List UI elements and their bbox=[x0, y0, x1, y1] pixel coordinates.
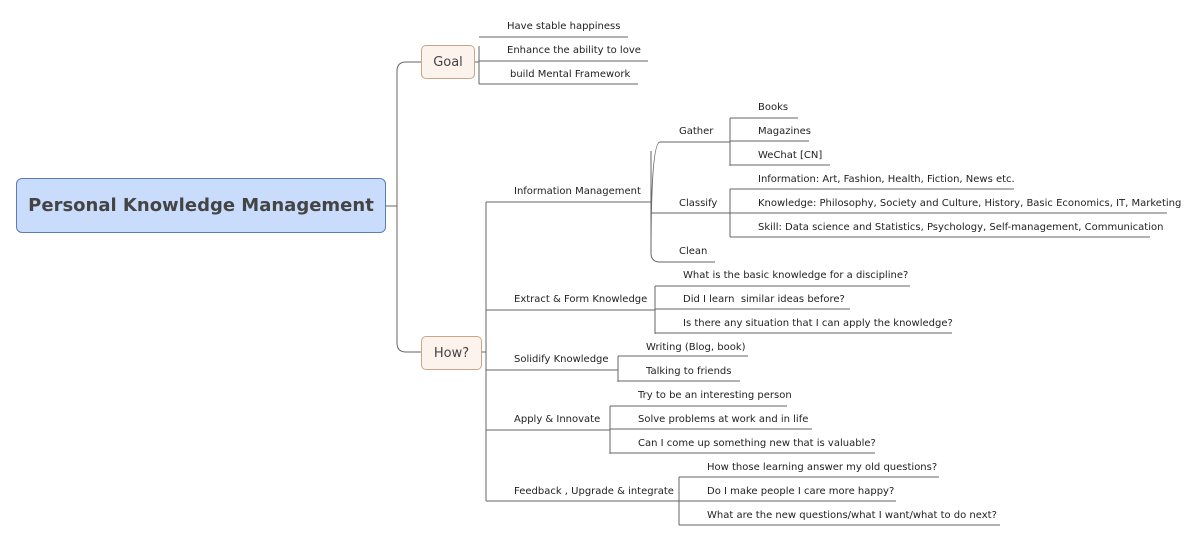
how-topic[interactable]: How? bbox=[421, 336, 482, 370]
branch-apply-innovate[interactable]: Apply & Innovate bbox=[514, 414, 601, 425]
gather-item[interactable]: Magazines bbox=[758, 126, 811, 137]
root-topic[interactable]: Personal Knowledge Management bbox=[16, 178, 386, 233]
gather-item[interactable]: Books bbox=[758, 102, 789, 113]
extract-item[interactable]: Is there any situation that I can apply … bbox=[683, 318, 953, 329]
apply-item[interactable]: Can I come up something new that is valu… bbox=[638, 438, 876, 449]
classify-item[interactable]: Information: Art, Fashion, Health, Ficti… bbox=[758, 174, 1015, 185]
goal-item[interactable]: Have stable happiness bbox=[507, 21, 621, 32]
branch-solidify-knowledge[interactable]: Solidify Knowledge bbox=[514, 354, 609, 365]
feedback-item[interactable]: How those learning answer my old questio… bbox=[707, 462, 938, 473]
goal-item[interactable]: build Mental Framework bbox=[510, 69, 631, 80]
classify-item[interactable]: Skill: Data science and Statistics, Psyc… bbox=[758, 222, 1164, 233]
solidify-item[interactable]: Talking to friends bbox=[646, 366, 732, 377]
apply-item[interactable]: Solve problems at work and in life bbox=[638, 414, 809, 425]
feedback-item[interactable]: What are the new questions/what I want/w… bbox=[707, 510, 997, 521]
feedback-item[interactable]: Do I make people I care more happy? bbox=[707, 486, 895, 497]
goal-item[interactable]: Enhance the ability to love bbox=[507, 45, 641, 56]
solidify-item[interactable]: Writing (Blog, book) bbox=[646, 342, 746, 353]
branch-classify[interactable]: Classify bbox=[679, 198, 718, 209]
classify-item[interactable]: Knowledge: Philosophy, Society and Cultu… bbox=[758, 198, 1182, 209]
branch-extract-form-knowledge[interactable]: Extract & Form Knowledge bbox=[514, 294, 648, 305]
apply-item[interactable]: Try to be an interesting person bbox=[638, 390, 792, 401]
branch-clean[interactable]: Clean bbox=[679, 246, 708, 257]
branch-gather[interactable]: Gather bbox=[679, 126, 714, 137]
extract-item[interactable]: Did I learn similar ideas before? bbox=[683, 294, 845, 305]
branch-feedback-upgrade-integrate[interactable]: Feedback , Upgrade & integrate bbox=[514, 486, 674, 497]
branch-information-management[interactable]: Information Management bbox=[514, 186, 641, 197]
extract-item[interactable]: What is the basic knowledge for a discip… bbox=[683, 270, 909, 281]
gather-item[interactable]: WeChat [CN] bbox=[758, 150, 823, 161]
goal-topic[interactable]: Goal bbox=[421, 45, 475, 79]
